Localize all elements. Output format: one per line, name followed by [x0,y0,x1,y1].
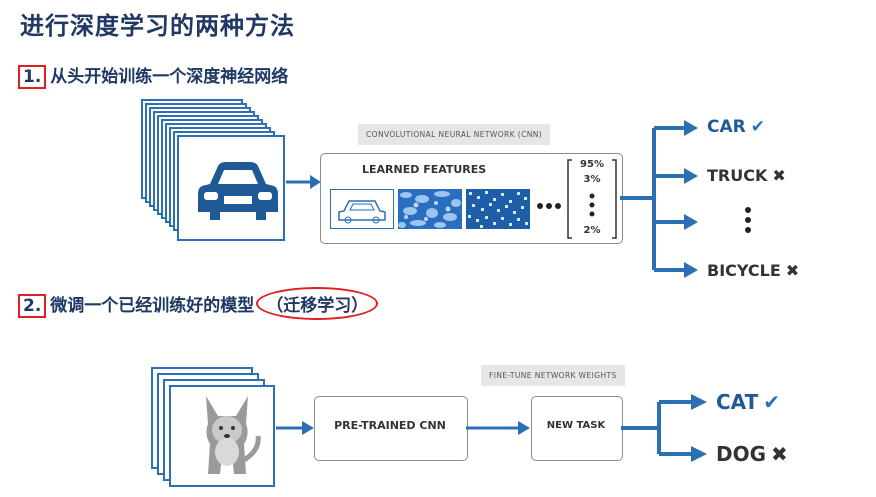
prob-car: 95% [580,159,604,170]
transfer-learning-highlight: （迁移学习） [256,287,379,320]
method-2-text: 微调一个已经训练好的模型 [50,296,255,316]
output-dog: DOG✖ [716,442,788,466]
prob-bicycle: 2% [583,225,601,236]
page-title: 进行深度学习的两种方法 [20,12,295,40]
method-2-number: 2. [18,294,47,318]
probability-bracket [567,159,617,239]
feature-map-noise [466,189,530,229]
output-car: CAR✔ [707,117,765,137]
arrow-to-new-task [466,421,530,435]
output-truck: TRUCK✖ [707,166,786,185]
feature-map-car-outline [330,189,394,229]
vertical-ellipsis-icon [744,207,752,237]
learned-features-label: LEARNED FEATURES [362,163,487,176]
arrow-to-cnn [286,175,321,189]
ellipsis-icon [537,203,561,209]
cross-icon: ✖ [772,166,786,185]
check-icon: ✔ [750,117,765,137]
car-icon [198,162,278,220]
prob-truck: 3% [583,174,601,185]
cross-icon: ✖ [771,442,788,466]
method-1-text: 从头开始训练一个深度神经网络 [50,67,289,87]
arrow-to-pretrained [276,421,314,435]
new-task-label: NEW TASK [546,420,606,431]
method-1-heading: 1.从头开始训练一个深度神经网络 [18,62,288,89]
output-truck-label: TRUCK [707,166,768,185]
feature-map-texture [398,189,462,229]
output-bicycle: BICYCLE✖ [707,261,799,280]
cnn-tag: CONVOLUTIONAL NEURAL NETWORK (CNN) [358,124,551,145]
output-bicycle-label: BICYCLE [707,261,781,280]
output-dog-label: DOG [716,442,767,466]
fine-tune-tag: FINE-TUNE NETWORK WEIGHTS [481,365,625,386]
output-branches-2 [621,394,707,462]
method-1-number: 1. [18,65,47,89]
output-cat: CAT✔ [716,390,780,414]
new-task-box [531,396,623,461]
output-car-label: CAR [707,117,746,137]
output-branches-1 [620,120,698,278]
pretrained-cnn-label: PRE-TRAINED CNN [334,419,446,432]
output-cat-label: CAT [716,390,759,414]
method-2-heading: 2.微调一个已经训练好的模型（迁移学习） [18,287,379,320]
dog-icon [206,396,261,474]
cross-icon: ✖ [785,261,800,280]
check-icon: ✔ [763,390,781,414]
